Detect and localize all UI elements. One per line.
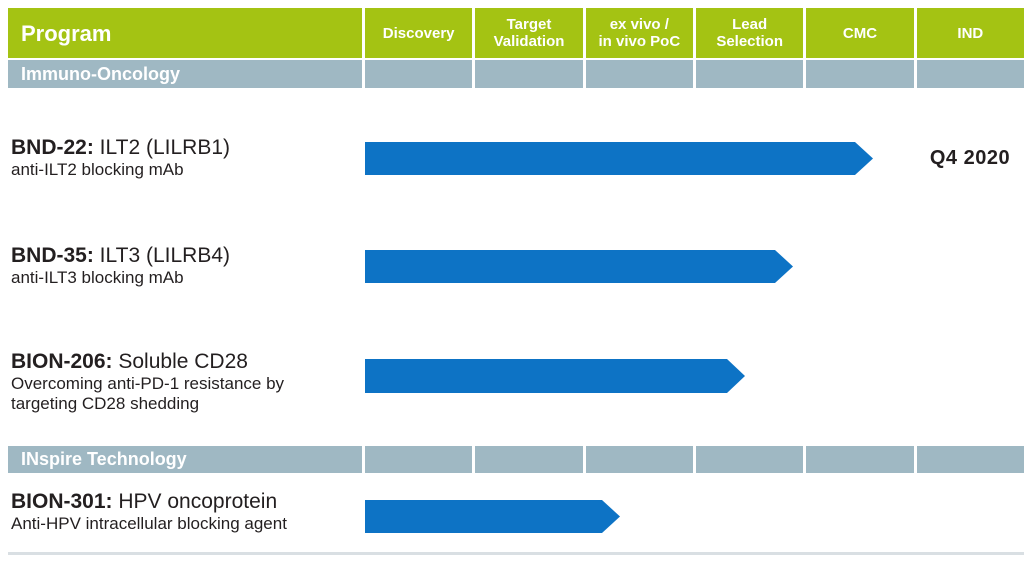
column-header-target-validation: Target Validation — [475, 8, 583, 58]
section-band-label: Immuno-Oncology — [8, 60, 362, 88]
section-band-cell — [806, 60, 914, 88]
program-title: BION-301: HPV oncoprotein — [11, 490, 287, 513]
program-code: BND-35: — [11, 244, 94, 267]
column-header-cmc: CMC — [806, 8, 914, 58]
column-header-ind: IND — [916, 8, 1024, 58]
section-band-cell — [365, 60, 473, 88]
section-band-cell — [696, 60, 804, 88]
bottom-divider — [8, 552, 1024, 555]
program-title: BND-22: ILT2 (LILRB1) — [11, 136, 230, 159]
program-name: HPV oncoprotein — [112, 490, 278, 513]
program-name: ILT3 (LILRB4) — [93, 244, 231, 267]
program-description: anti-ILT3 blocking mAb — [11, 268, 184, 287]
milestone-label: Q4 2020 — [929, 147, 1011, 169]
section-band-cell — [916, 60, 1024, 88]
program-title: BND-35: ILT3 (LILRB4) — [11, 244, 230, 267]
program-code: BND-22: — [11, 136, 94, 159]
pipeline-arrow-bion-206 — [365, 359, 745, 393]
program-description: Anti-HPV intracellular blocking agent — [11, 514, 287, 533]
program-name: ILT2 (LILRB1) — [93, 136, 231, 159]
program-description: anti-ILT2 blocking mAb — [11, 160, 184, 179]
section-band-cell — [475, 446, 583, 473]
section-band-inspire-technology: INspire Technology — [8, 446, 1024, 473]
section-band-cell — [916, 446, 1024, 473]
program-row-bion-301: BION-301: HPV oncoprotein Anti-HPV intra… — [11, 490, 287, 534]
program-row-bnd-22: BND-22: ILT2 (LILRB1) anti-ILT2 blocking… — [11, 136, 230, 180]
pipeline-arrow-bion-301 — [365, 500, 620, 533]
section-band-immuno-oncology: Immuno-Oncology — [8, 60, 1024, 88]
column-header-ex-vivo-poc: ex vivo / in vivo PoC — [585, 8, 693, 58]
program-description: Overcoming anti-PD-1 resistance by targe… — [11, 374, 285, 413]
section-band-cell — [696, 446, 804, 473]
program-name: Soluble CD28 — [112, 350, 248, 373]
pipeline-table-header: Program Discovery Target Validation ex v… — [8, 8, 1024, 58]
section-band-cell — [806, 446, 914, 473]
program-title: BION-206: Soluble CD28 — [11, 350, 284, 373]
section-band-cell — [365, 446, 473, 473]
pipeline-arrow-bnd-22 — [365, 142, 873, 175]
section-band-cell — [585, 446, 693, 473]
pipeline-arrow-bnd-35 — [365, 250, 793, 283]
section-band-cell — [585, 60, 693, 88]
section-band-label: INspire Technology — [8, 446, 362, 473]
column-header-lead-selection: Lead Selection — [696, 8, 804, 58]
program-row-bion-206: BION-206: Soluble CD28 Overcoming anti-P… — [11, 350, 284, 414]
program-code: BION-206: — [11, 350, 113, 373]
column-header-program: Program — [8, 8, 362, 58]
program-code: BION-301: — [11, 490, 113, 513]
section-band-cell — [475, 60, 583, 88]
program-row-bnd-35: BND-35: ILT3 (LILRB4) anti-ILT3 blocking… — [11, 244, 230, 288]
column-header-discovery: Discovery — [365, 8, 473, 58]
